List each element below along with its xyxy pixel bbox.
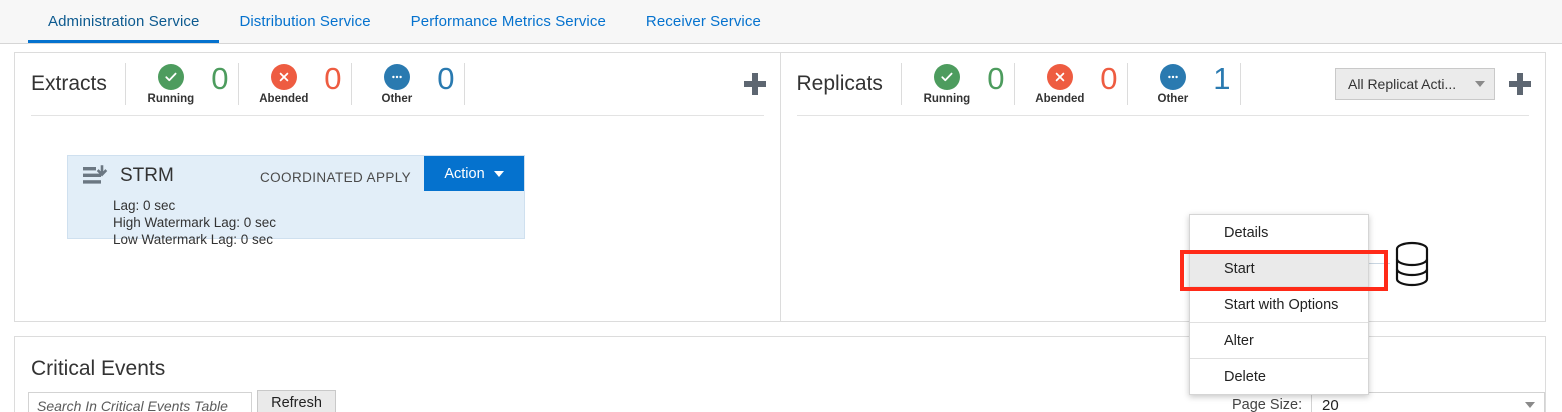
stat-count: 0: [324, 60, 342, 96]
extracts-stat-abended[interactable]: Abended 0: [239, 63, 351, 106]
database-icon: [1390, 241, 1434, 287]
stat-label: Running: [147, 92, 195, 105]
search-input[interactable]: [28, 392, 252, 412]
replicat-icon: [82, 165, 108, 187]
high-watermark-lag-value: High Watermark Lag: 0 sec: [113, 215, 277, 230]
select-value: All Replicat Acti...: [1348, 76, 1457, 92]
page-size-label: Page Size:: [1232, 397, 1303, 412]
replicat-lag-info: Lag: 0 sec High Watermark Lag: 0 sec Low…: [113, 197, 276, 248]
stat-count: 1: [1213, 60, 1231, 96]
x-circle-icon: [1046, 63, 1073, 90]
divider: [1126, 63, 1128, 105]
menu-item-label: Details: [1224, 224, 1269, 241]
refresh-button[interactable]: Refresh: [257, 390, 336, 412]
critical-events-title: Critical Events: [31, 357, 166, 380]
check-circle-icon: [933, 63, 960, 90]
service-tabbar: Administration Service Distribution Serv…: [0, 0, 1562, 44]
plus-icon[interactable]: [1509, 73, 1531, 95]
stat-label: Abended: [259, 92, 309, 105]
extracts-panel: Extracts Running 0: [15, 53, 781, 321]
check-circle-icon: [157, 63, 184, 90]
stat-label: Other: [1157, 92, 1189, 105]
tab-distribution-service[interactable]: Distribution Service: [219, 0, 390, 43]
chevron-down-icon: [1525, 402, 1535, 408]
tab-label: Administration Service: [48, 13, 200, 30]
tab-receiver-service[interactable]: Receiver Service: [626, 0, 781, 43]
stat-count: 0: [437, 60, 455, 96]
processes-card: Extracts Running 0: [14, 52, 1546, 322]
stat-count: 0: [211, 60, 229, 96]
divider: [1013, 63, 1015, 105]
menu-item-start-with-options[interactable]: Start with Options: [1190, 287, 1368, 322]
menu-item-start[interactable]: Start: [1190, 251, 1368, 286]
replicats-stat-abended[interactable]: Abended 0: [1015, 63, 1127, 106]
tab-performance-metrics-service[interactable]: Performance Metrics Service: [391, 0, 626, 43]
replicats-title: Replicats: [796, 72, 883, 95]
menu-item-label: Alter: [1224, 332, 1254, 349]
caret-down-icon: [493, 170, 504, 177]
divider: [237, 63, 239, 105]
divider: [124, 63, 126, 105]
replicats-list: [781, 116, 1546, 321]
menu-item-delete[interactable]: Delete: [1190, 359, 1368, 394]
divider: [1190, 322, 1368, 323]
replicats-stats: Running 0 Abended: [902, 63, 1241, 106]
page-size-select[interactable]: 20: [1311, 392, 1545, 412]
stat-label: Abended: [1035, 92, 1085, 105]
menu-item-label: Start with Options: [1224, 296, 1339, 313]
menu-item-alter[interactable]: Alter: [1190, 323, 1368, 358]
ellipsis-circle-icon: [383, 63, 410, 90]
menu-item-label: Delete: [1224, 368, 1266, 385]
lag-value: Lag: 0 sec: [113, 198, 176, 213]
chevron-down-icon: [1475, 81, 1485, 87]
extracts-stats: Running 0 Abended: [126, 63, 465, 106]
action-button-label: Action: [444, 165, 485, 182]
replicats-panel: Replicats Running 0: [781, 53, 1546, 321]
replicat-card-strm[interactable]: STRM COORDINATED APPLY Action Lag: 0 sec…: [67, 155, 525, 247]
divider: [1190, 358, 1368, 359]
divider: [1239, 63, 1241, 105]
replicat-card-header: STRM: [68, 156, 524, 196]
tab-label: Receiver Service: [645, 13, 761, 30]
x-circle-icon: [270, 63, 297, 90]
replicats-stat-other[interactable]: Other 1: [1128, 63, 1240, 106]
stat-count: 0: [987, 60, 1005, 96]
ellipsis-circle-icon: [1159, 63, 1186, 90]
extracts-title: Extracts: [31, 72, 107, 95]
divider: [31, 115, 764, 116]
divider: [463, 63, 465, 105]
replicat-name: STRM: [120, 165, 174, 186]
replicat-type: COORDINATED APPLY: [260, 170, 412, 185]
all-replicat-actions-select[interactable]: All Replicat Acti...: [1335, 68, 1495, 100]
divider: [1190, 286, 1368, 287]
low-watermark-lag-value: Low Watermark Lag: 0 sec: [113, 232, 274, 247]
page-size-value: 20: [1322, 396, 1339, 412]
extracts-stat-running[interactable]: Running 0: [126, 63, 238, 106]
extracts-header-actions: [743, 53, 766, 115]
replicats-header: Replicats Running 0: [781, 53, 1546, 115]
action-button[interactable]: Action: [424, 156, 524, 191]
extracts-stat-other[interactable]: Other 0: [352, 63, 464, 106]
divider: [900, 63, 902, 105]
replicats-header-actions: All Replicat Acti...: [1335, 53, 1531, 115]
menu-item-label: Start: [1224, 260, 1255, 277]
tab-label: Performance Metrics Service: [410, 13, 606, 30]
stat-label: Running: [923, 92, 971, 105]
plus-icon[interactable]: [743, 73, 766, 95]
divider: [350, 63, 352, 105]
stat-label: Other: [381, 92, 413, 105]
replicats-stat-running[interactable]: Running 0: [902, 63, 1014, 106]
menu-item-details[interactable]: Details: [1190, 215, 1368, 250]
divider: [796, 115, 1529, 116]
action-dropdown-menu: Details Start Start with Options Alter D…: [1189, 214, 1369, 395]
tab-label: Distribution Service: [239, 13, 371, 30]
tab-administration-service[interactable]: Administration Service: [28, 0, 220, 43]
stat-count: 0: [1100, 60, 1118, 96]
extracts-header: Extracts Running 0: [15, 53, 780, 115]
